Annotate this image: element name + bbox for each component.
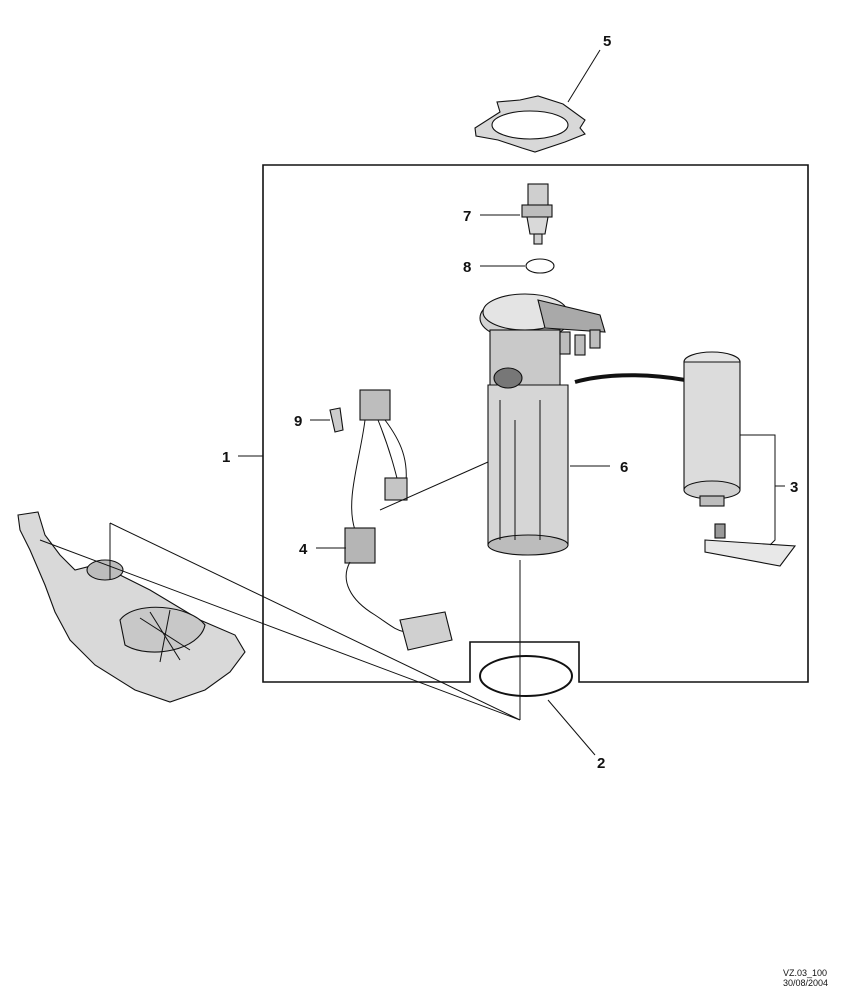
leader-2 bbox=[547, 699, 596, 756]
callout-2: 2 bbox=[597, 755, 605, 772]
wiring-harness-part bbox=[344, 389, 453, 651]
diagram-reference: VZ.03_100 30/08/2004 bbox=[783, 968, 828, 988]
callout-6: 6 bbox=[620, 459, 628, 476]
callout-3: 3 bbox=[790, 479, 798, 496]
leader-4b bbox=[379, 461, 489, 511]
lock-ring-part bbox=[474, 95, 586, 153]
assembly-frame bbox=[262, 164, 809, 683]
callout-9: 9 bbox=[294, 413, 302, 430]
pump-module-part bbox=[479, 293, 606, 556]
callout-7: 7 bbox=[463, 208, 471, 225]
reference-code: VZ.03_100 bbox=[782, 968, 827, 978]
bracket-3 bbox=[740, 434, 776, 546]
fuel-hose bbox=[574, 373, 686, 384]
connector-part bbox=[521, 183, 553, 245]
callout-1: 1 bbox=[222, 449, 230, 466]
fuel-tank bbox=[17, 511, 246, 703]
leader-5 bbox=[567, 49, 601, 103]
tank-connection-line bbox=[39, 522, 521, 721]
fuel-pump-part bbox=[683, 351, 797, 567]
callout-4: 4 bbox=[299, 541, 308, 558]
seal-ring-part bbox=[479, 655, 573, 697]
clip-part bbox=[329, 407, 344, 433]
o-ring-part bbox=[525, 258, 555, 274]
reference-date: 30/08/2004 bbox=[782, 978, 828, 988]
callout-5: 5 bbox=[603, 33, 611, 50]
callout-8: 8 bbox=[463, 259, 471, 276]
